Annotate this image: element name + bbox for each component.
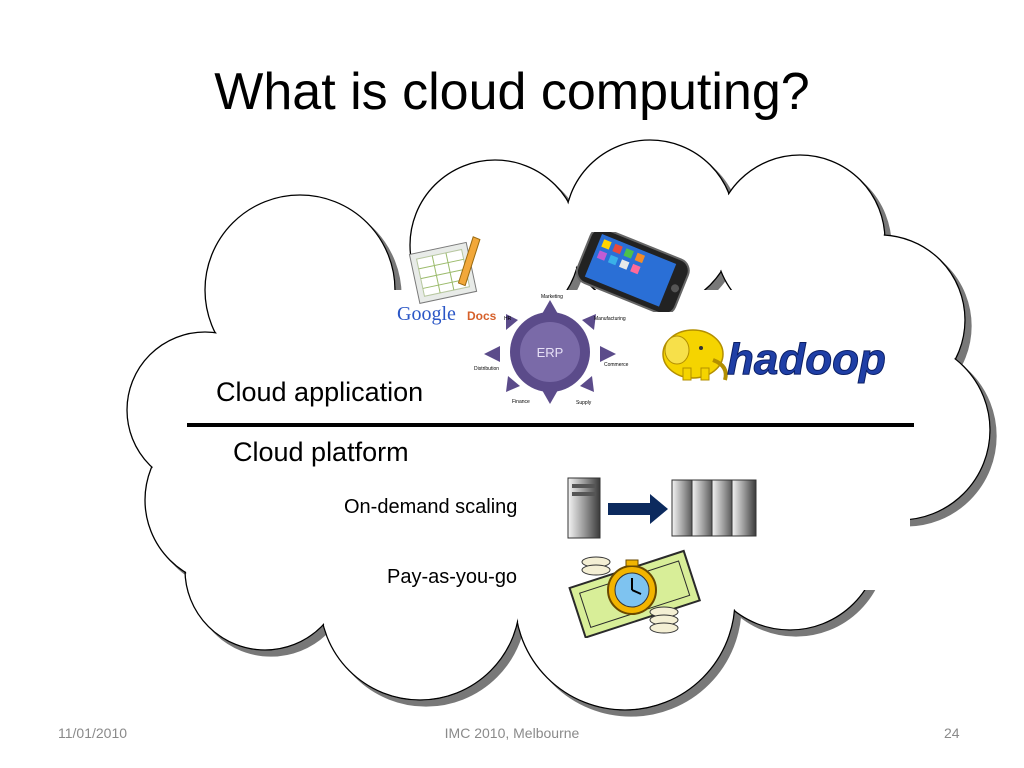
scale-arrow-icon [608,494,668,524]
erp-segment-hr: HR [504,316,512,322]
erp-segment-commerce: Commerce [604,362,629,368]
pay-as-you-go-illustration [568,549,702,638]
layer-divider [187,423,914,427]
single-server-icon [567,477,601,539]
hadoop-wordmark: hadoop [727,335,886,384]
stopwatch-icon [607,559,657,615]
erp-segment-distribution: Distribution [474,366,500,372]
erp-diagram: ERP [484,300,616,404]
erp-segment-marketing: Marketing [541,294,563,300]
on-demand-scaling-label: On-demand scaling [344,496,518,518]
footer-page-number: 24 [944,725,960,741]
google-docs-logo: Google Docs [397,236,497,325]
slide-title: What is cloud computing? [214,63,810,121]
cloud-application-label: Cloud application [216,377,424,407]
server-scaling-illustration [567,477,757,539]
cloud-platform-label: Cloud platform [233,437,409,467]
footer-date: 11/01/2010 [58,725,128,741]
google-docs-text: Google [397,303,456,325]
server-cluster-icon [671,479,757,537]
pay-as-you-go-label: Pay-as-you-go [387,566,518,588]
hadoop-logo: hadoop [662,329,886,384]
erp-segment-supply: Supply [576,400,592,406]
footer-conference: IMC 2010, Melbourne [444,725,580,741]
erp-segment-finance: Finance [512,399,530,405]
coin-stack-icon [581,556,679,634]
svg-text:Docs: Docs [467,309,497,323]
smartphone-icon [575,232,690,312]
erp-center-label: ERP [537,345,564,360]
erp-segment-manufacturing: Manufacturing [594,316,626,322]
